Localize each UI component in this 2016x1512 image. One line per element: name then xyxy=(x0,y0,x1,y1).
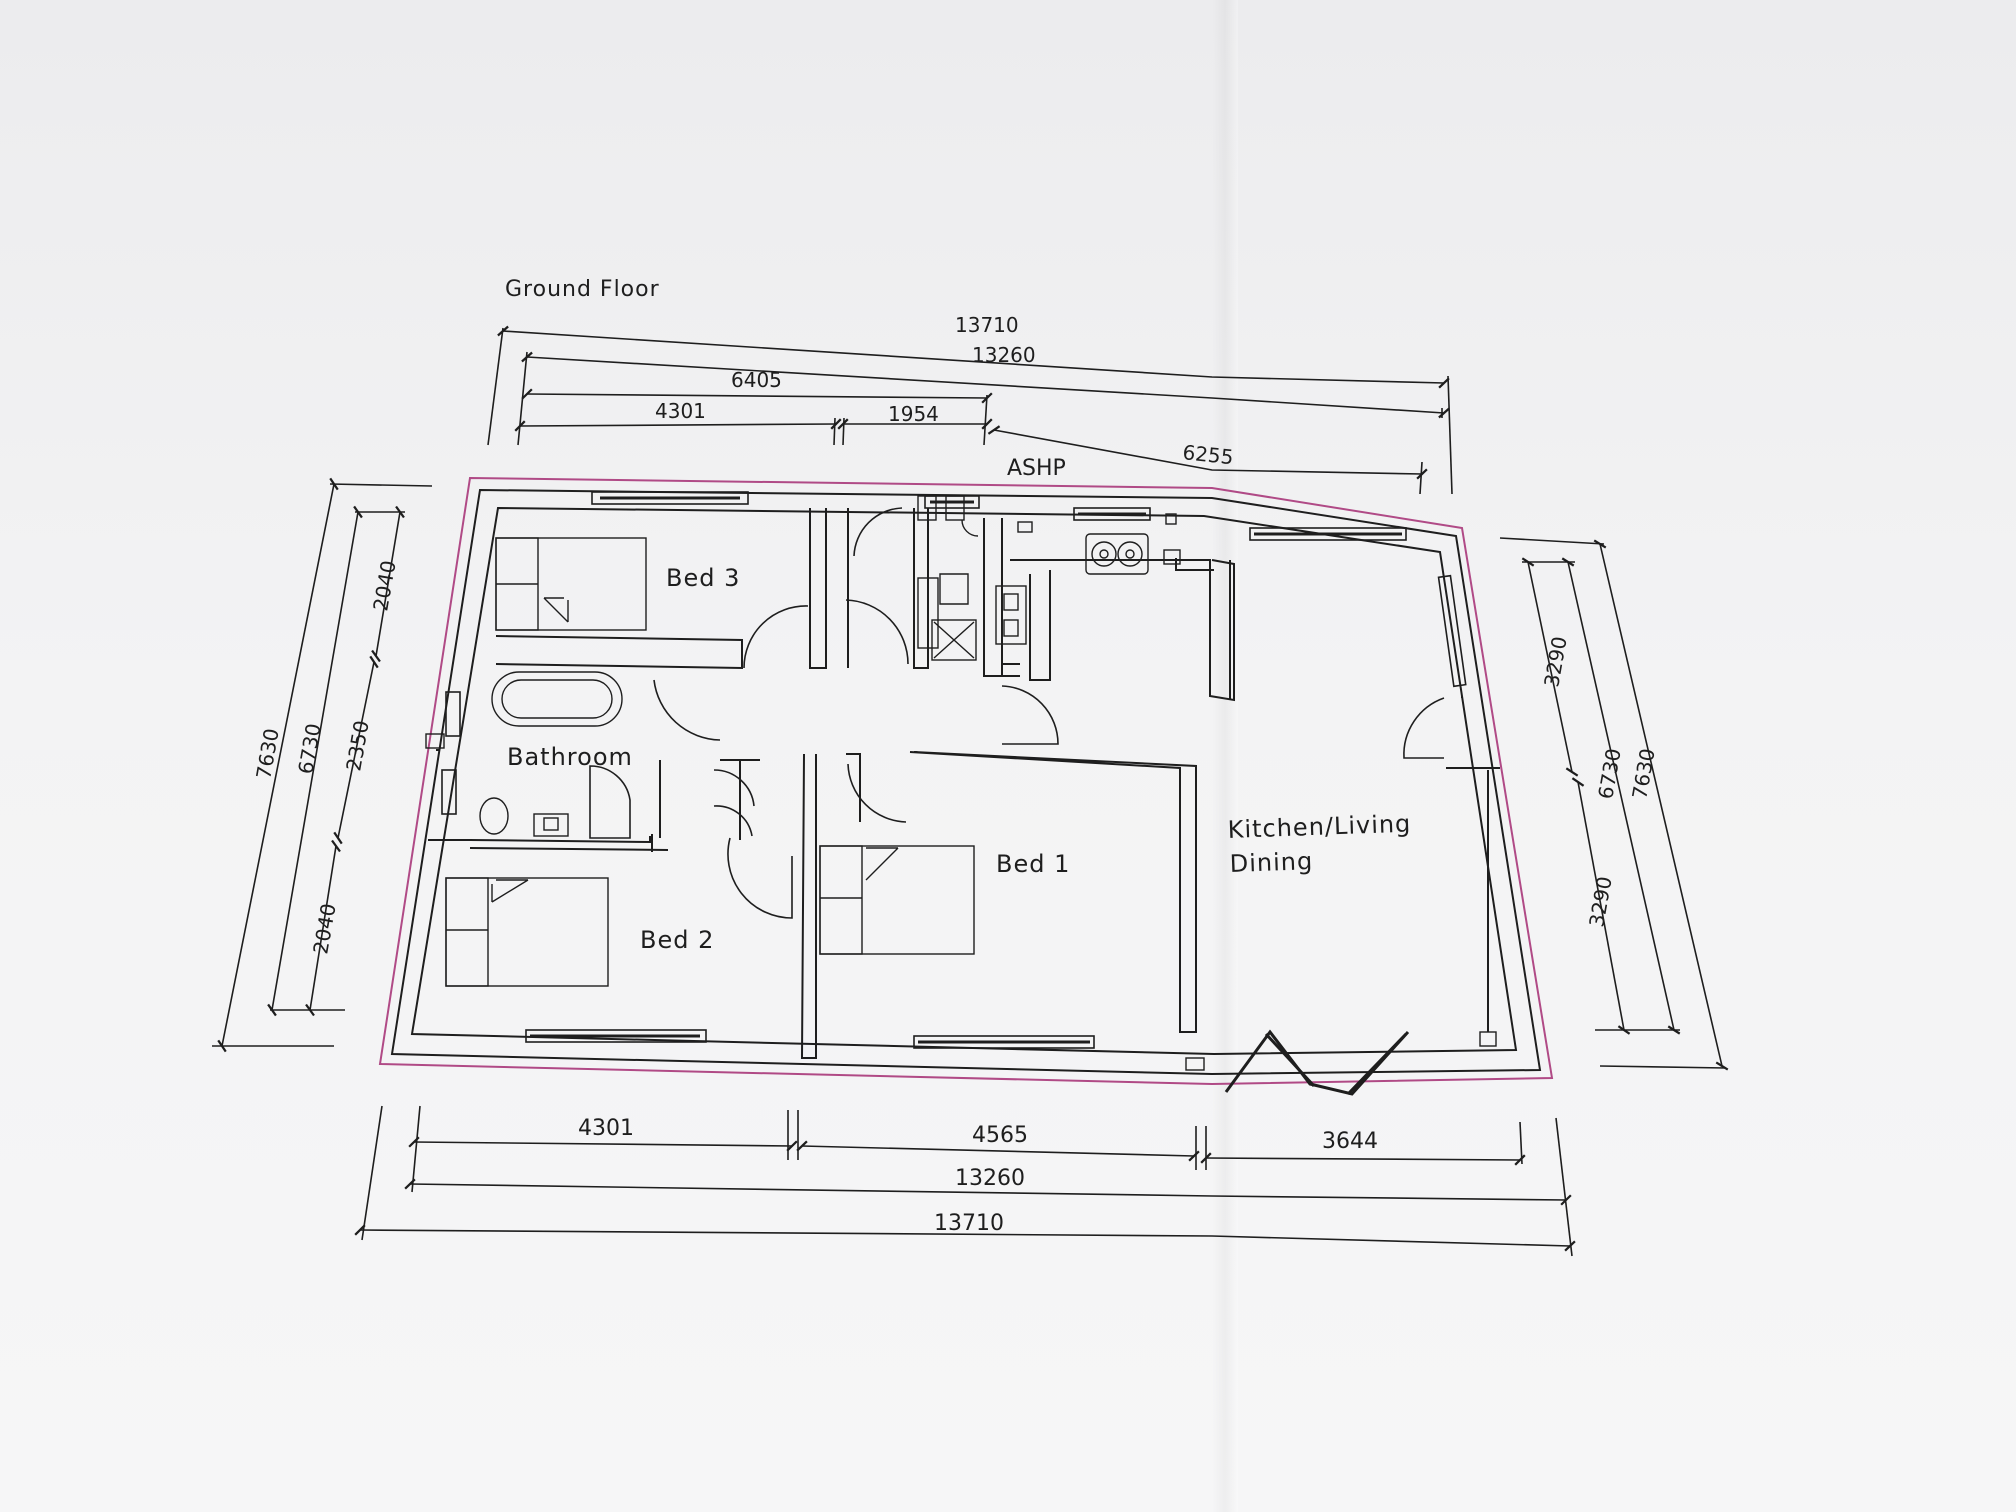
windows xyxy=(441,491,1467,1049)
bottom-dimensions xyxy=(354,1105,1576,1257)
bifold-doors xyxy=(1224,1029,1410,1096)
room-labels: Bed 3 Bathroom Bed 2 Bed 1 Kitchen/Livin… xyxy=(507,564,1412,954)
label-bed-1: Bed 1 xyxy=(996,850,1070,878)
label-bed-3: Bed 3 xyxy=(666,564,740,592)
label-ashp: ASHP xyxy=(1007,456,1066,481)
top-dimensions xyxy=(487,325,1453,495)
dim-left-7630: 7630 xyxy=(251,727,283,781)
dim-bottom-4301: 4301 xyxy=(578,1116,634,1141)
bathroom-fixtures xyxy=(479,671,623,837)
site-boundary-line xyxy=(378,476,1554,1086)
kitchen-units xyxy=(425,513,1497,1071)
dim-bottom-3644: 3644 xyxy=(1322,1129,1378,1154)
label-bathroom: Bathroom xyxy=(507,743,633,771)
dim-top-4301: 4301 xyxy=(655,399,706,423)
right-dimensions xyxy=(1499,537,1729,1071)
label-bed-2: Bed 2 xyxy=(640,926,714,954)
wc-fixtures xyxy=(917,495,979,661)
dim-top-13710: 13710 xyxy=(955,313,1019,337)
label-dining: Dining xyxy=(1229,847,1313,878)
left-dimensions xyxy=(212,477,433,1053)
dim-left-6730: 6730 xyxy=(293,722,325,776)
dim-top-6255: 6255 xyxy=(1181,440,1234,469)
label-kitchen-living: Kitchen/Living xyxy=(1227,810,1412,844)
dim-top-1954: 1954 xyxy=(888,402,939,426)
dim-right-3290-bottom: 3290 xyxy=(1584,875,1616,929)
left-dimension-labels: 7630 6730 2040 2350 2040 xyxy=(251,559,400,956)
drawing-title: Ground Floor xyxy=(505,277,660,302)
dim-bottom-13260: 13260 xyxy=(955,1166,1025,1191)
dim-bottom-4565: 4565 xyxy=(972,1123,1028,1148)
dim-left-2040-bottom: 2040 xyxy=(308,902,340,956)
top-dimension-labels: 13710 13260 6405 4301 1954 6255 xyxy=(655,313,1235,469)
bed-2-furniture xyxy=(445,877,609,987)
dim-top-13260: 13260 xyxy=(972,343,1036,367)
doors xyxy=(589,507,1445,919)
building-walls xyxy=(390,488,1542,1076)
paper-fold xyxy=(1212,0,1238,1512)
bed-3-furniture xyxy=(495,537,647,631)
dim-left-2350: 2350 xyxy=(341,719,373,773)
dim-top-6405: 6405 xyxy=(731,368,782,392)
dim-right-7630: 7630 xyxy=(1627,747,1659,801)
dim-bottom-13710: 13710 xyxy=(934,1211,1004,1236)
dim-left-2040-top: 2040 xyxy=(368,559,400,613)
bottom-dimension-labels: 4301 4565 3644 13260 13710 xyxy=(578,1116,1378,1236)
bed-1-furniture xyxy=(819,845,975,955)
